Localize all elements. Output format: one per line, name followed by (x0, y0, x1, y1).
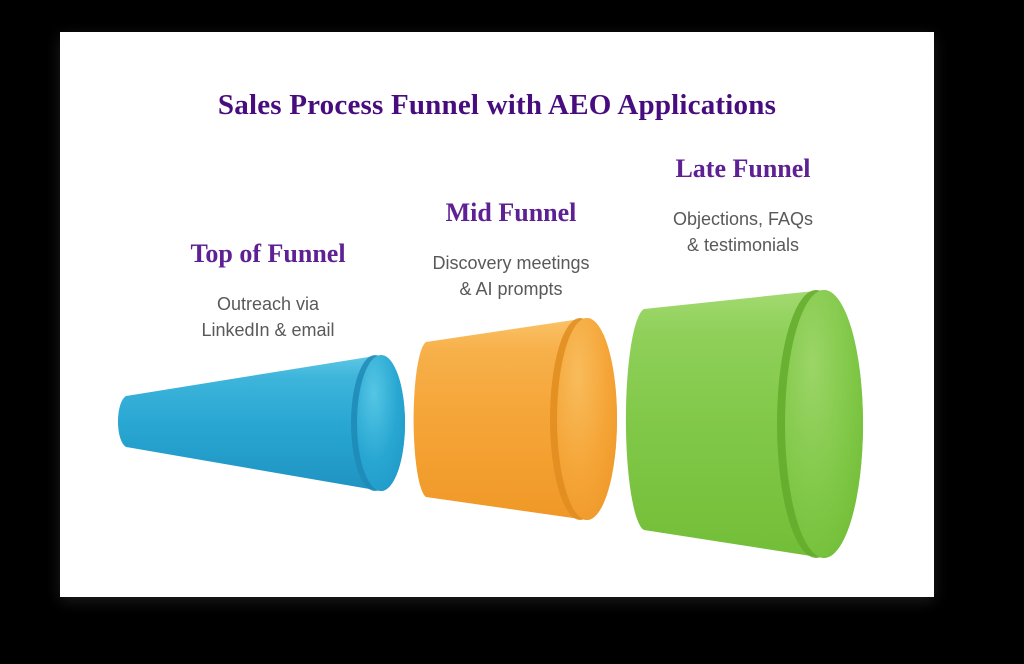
funnel-stage-top-cap (357, 355, 405, 491)
stage-late-title: Late Funnel (675, 154, 811, 183)
stage-mid-title: Mid Funnel (445, 198, 577, 227)
funnel-stage-mid-cap (557, 318, 617, 520)
stage-top-desc-line-1: Outreach via (216, 294, 320, 314)
stage-top-title: Top of Funnel (190, 239, 346, 268)
diagram-title: Sales Process Funnel with AEO Applicatio… (217, 89, 777, 121)
funnel-stage-late (625, 290, 863, 558)
funnel-stage-top-body (117, 355, 405, 491)
stage-late-desc-line-2: & testimonials (686, 235, 800, 255)
stage-top-label-block: Top of Funnel Outreach via LinkedIn & em… (190, 237, 345, 343)
stage-late-label-block: Late Funnel Objections, FAQs & testimoni… (673, 152, 813, 258)
slide-card: Sales Process Funnel with AEO Applicatio… (60, 32, 934, 597)
funnel-stage-mid (413, 318, 617, 520)
stage-mid-desc-line-1: Discovery meetings (432, 253, 590, 273)
stage-late-description: Objections, FAQs & testimonials (673, 206, 813, 258)
stage-late-desc-line-1: Objections, FAQs (672, 209, 814, 229)
funnel-stage-late-cap (785, 290, 863, 558)
funnel-graphic (117, 290, 863, 558)
stage-mid-label-block: Mid Funnel Discovery meetings & AI promp… (432, 196, 589, 302)
stage-mid-description: Discovery meetings & AI prompts (432, 250, 589, 302)
stage-mid-desc-line-2: & AI prompts (459, 279, 563, 299)
stage-top-desc-line-2: LinkedIn & email (201, 320, 335, 340)
stage-top-description: Outreach via LinkedIn & email (190, 291, 345, 343)
funnel-stage-top (117, 355, 405, 491)
